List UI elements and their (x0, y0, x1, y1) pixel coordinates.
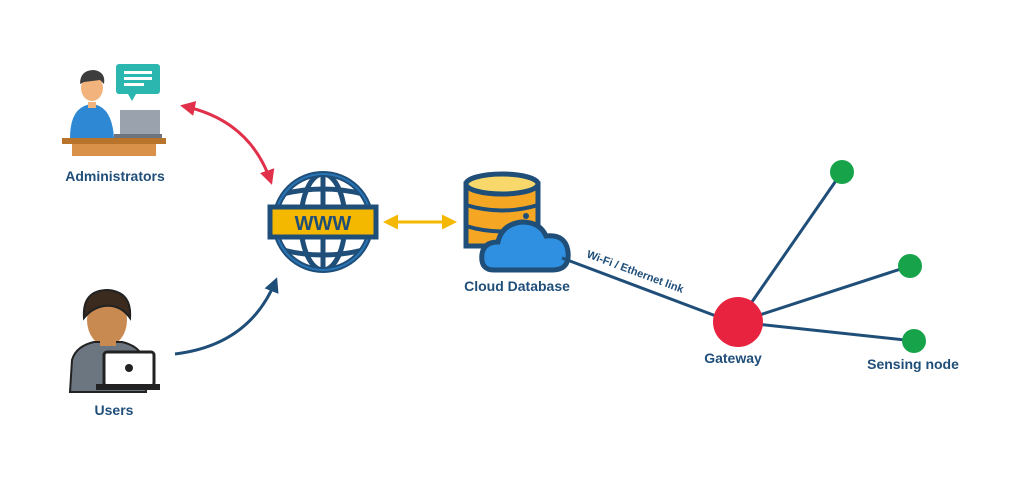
cloud-database-label: Cloud Database (464, 278, 570, 294)
user-person-icon (68, 288, 160, 393)
admin-globe-arrow (180, 101, 275, 185)
users-globe-arrow (174, 277, 279, 356)
admin-person-icon (62, 64, 166, 156)
gateway-node-link-3 (737, 320, 915, 343)
globe-www-text: WWW (295, 213, 352, 235)
sensing-node-1 (830, 160, 854, 184)
gateway-node (713, 297, 763, 347)
sensing-node-3 (902, 329, 926, 353)
cloud-icon (479, 219, 571, 273)
gateway-label: Gateway (704, 350, 762, 366)
globe-www-icon: WWW (267, 171, 379, 273)
gateway-node-link-1 (736, 171, 844, 323)
administrators-label: Administrators (65, 168, 165, 184)
users-label: Users (94, 402, 134, 418)
sensing-node-label: Sensing node (867, 356, 959, 372)
gateway-node-link-2 (737, 264, 911, 324)
wifi-ethernet-link-line (561, 256, 717, 318)
sensing-node-2 (898, 254, 922, 278)
